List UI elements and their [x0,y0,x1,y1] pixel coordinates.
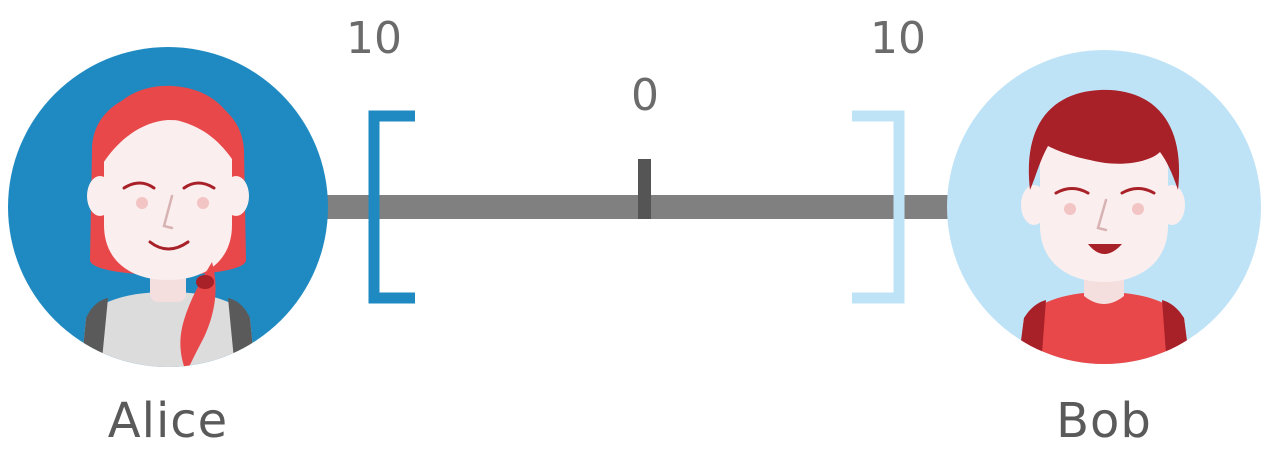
center-tick [638,159,651,219]
right-bound-label: 10 [870,13,926,64]
bob-name-label: Bob [1056,393,1152,449]
alice-name-label: Alice [108,393,228,449]
center-label: 0 [631,70,659,121]
bob-avatar-icon [947,50,1261,364]
left-bound-label: 10 [346,13,402,64]
right-bracket [852,110,905,304]
left-bracket [368,110,415,304]
alice-avatar-icon [8,47,328,367]
